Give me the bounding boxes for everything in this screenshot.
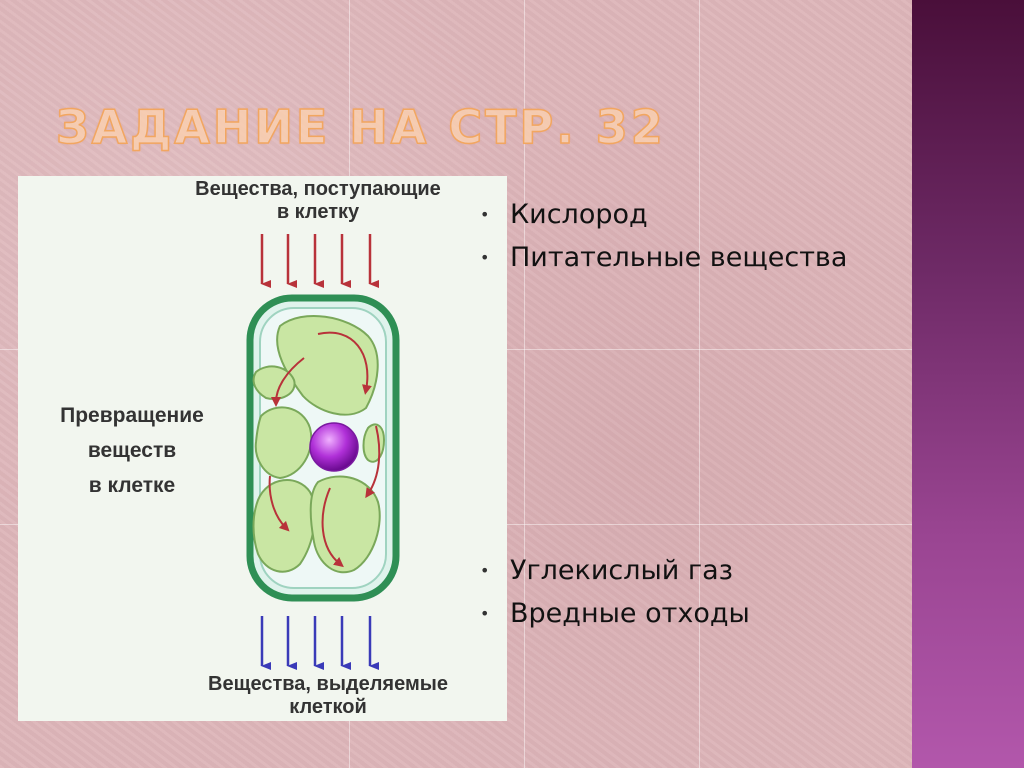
nucleus <box>309 422 359 472</box>
outflow-label: Вещества, выделяемые клеткой <box>208 673 448 718</box>
background-tile-divider <box>699 0 700 768</box>
inflow-label: Вещества, поступающие в клетку <box>195 178 441 223</box>
internal-flow-arrows <box>268 331 381 568</box>
bullet-icon: • <box>480 248 490 267</box>
side-accent-band <box>912 0 1024 768</box>
output-substances-list: •Углекислый газ •Вредные отходы <box>478 554 750 640</box>
bullet-icon: • <box>480 561 490 580</box>
input-substances-list: •Кислород •Питательные вещества <box>478 198 847 284</box>
list-item: •Кислород <box>480 199 648 230</box>
slide-title: ЗАДАНИЕ НА СТР. 32 <box>55 99 666 155</box>
inflow-arrows <box>260 234 379 288</box>
list-item: •Углекислый газ <box>480 555 734 586</box>
cell-diagram: Вещества, поступающие в клетку Превращен… <box>18 176 507 721</box>
bullet-icon: • <box>480 205 490 224</box>
list-item: •Вредные отходы <box>480 598 750 629</box>
transformation-label: Превращение веществ в клетке <box>60 404 204 497</box>
outflow-arrows <box>260 616 379 670</box>
background-tile-divider <box>524 0 525 768</box>
cell <box>246 294 400 602</box>
list-item: •Питательные вещества <box>480 242 848 273</box>
bullet-icon: • <box>480 604 490 623</box>
